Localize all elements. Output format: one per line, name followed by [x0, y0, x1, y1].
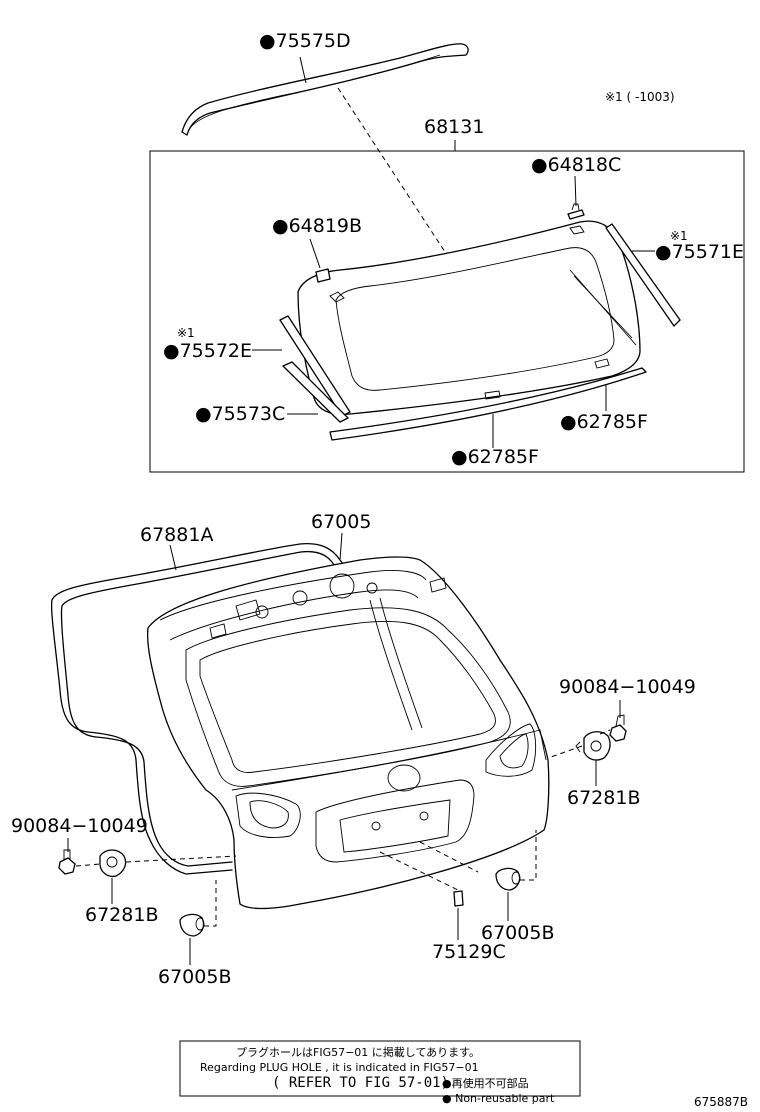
bolt-left-90084	[58, 849, 76, 875]
dash-left-cushion	[204, 880, 217, 927]
bracket-left-67281B	[99, 849, 127, 878]
cushion-left-67005B	[179, 913, 205, 937]
dash-right-bracket	[547, 745, 583, 759]
dash-right-cushion	[520, 830, 537, 881]
footnote-mark-75571E: ※1	[670, 229, 688, 243]
label-90084-right: 90084−10049	[559, 676, 696, 698]
label-75571E: ●75571E	[655, 241, 744, 263]
plug-75129C	[453, 890, 464, 907]
strip-75572E	[279, 315, 351, 417]
bracket-right-67281B	[575, 731, 611, 761]
label-67281B-left: 67281B	[85, 904, 158, 926]
legend-en: ● Non-reusable part	[442, 1092, 555, 1105]
label-75572E: ●75572E	[163, 340, 252, 362]
dash-left-bolt	[75, 863, 101, 867]
note-box	[179, 1040, 581, 1097]
back-door-panel-67005	[146, 556, 550, 910]
note-line-en: Regarding PLUG HOLE , it is indicated in…	[200, 1061, 479, 1074]
strip-75571E	[605, 223, 681, 327]
leader-75575D	[299, 56, 307, 84]
label-67881A: 67881A	[140, 524, 213, 546]
footnote-mark-75572E: ※1	[177, 326, 195, 340]
label-67281B-right: 67281B	[567, 787, 640, 809]
note-line-jp: プラグホールはFIG57−01 に掲載してあります。	[236, 1045, 480, 1059]
label-67005B-left: 67005B	[158, 966, 231, 988]
leader-64818C	[574, 175, 577, 207]
label-68131: 68131	[424, 116, 484, 138]
dash-left-bracket	[125, 855, 237, 863]
label-75129C: 75129C	[432, 941, 506, 963]
cushion-right-67005B	[495, 867, 521, 891]
dash-plug-1	[379, 851, 459, 891]
legend-jp: ●再使用不可部品	[442, 1076, 529, 1090]
note-refer: ( REFER TO FIG 57-01)	[272, 1075, 449, 1091]
glass-group-frame	[149, 150, 745, 473]
bolt-right-90084	[609, 714, 627, 742]
dashline-75575D	[337, 87, 446, 253]
weatherstrip-67881A	[50, 542, 347, 875]
top-note: ※1 ( -1003)	[605, 90, 675, 104]
label-64819B: ●64819B	[272, 215, 362, 237]
label-67005: 67005	[311, 511, 371, 533]
label-75575D: ●75575D	[259, 30, 351, 52]
leader-64819B	[309, 238, 321, 269]
label-67005B-right: 67005B	[481, 922, 554, 944]
label-62785F-lower: ●62785F	[451, 446, 539, 468]
label-64818C: ●64818C	[531, 154, 621, 176]
dash-plug-2	[419, 841, 479, 873]
label-75573C: ●75573C	[195, 403, 285, 425]
label-90084-left: 90084−10049	[11, 815, 148, 837]
figure-code: 675887B	[694, 1095, 748, 1109]
moulding-75575D	[181, 43, 469, 136]
clip-64819B	[315, 268, 331, 283]
clip-64818C	[567, 203, 585, 220]
strip-75573C	[282, 361, 349, 423]
leader-67881A	[169, 544, 177, 571]
back-door-glass	[297, 220, 647, 441]
leader-67005	[339, 532, 343, 561]
dash-right-bolt	[599, 729, 611, 735]
label-62785F-upper: ●62785F	[560, 411, 648, 433]
